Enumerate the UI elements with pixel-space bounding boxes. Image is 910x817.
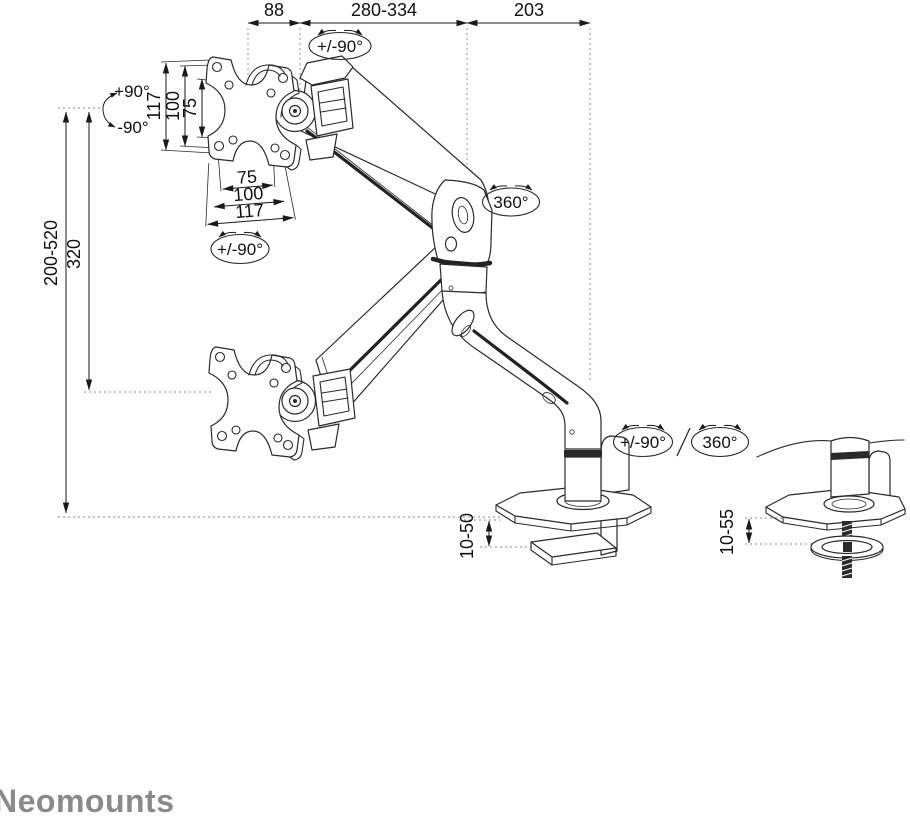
dim-label-vesa-117v: 117	[144, 92, 164, 121]
label-rotate-head: +/-90°	[217, 240, 263, 259]
grommet-bolt	[810, 521, 884, 578]
brand-logo: Neomounts	[0, 783, 175, 817]
dim-label-203: 203	[514, 0, 544, 20]
pole	[564, 456, 602, 502]
label-pivot-base: +/-90°	[620, 433, 666, 452]
dim-label-10-55: 10-55	[717, 509, 737, 555]
dim-vesa-horizontal: 75 100 117	[205, 152, 296, 227]
tilt-arc-arrow	[102, 92, 118, 128]
dim-top-chain: 88 280-334 203	[247, 0, 591, 380]
badge-swivel-arm: 360°	[481, 184, 541, 217]
dim-vesa-vertical: 117 100 75	[144, 59, 230, 154]
label-tilt-head: +/-90°	[317, 37, 363, 56]
link-arm-and-pole	[441, 290, 602, 502]
badge-pivot-base: +/-90°	[612, 423, 674, 458]
label-swivel-arm: 360°	[493, 193, 528, 212]
monitor-bracket-top	[310, 78, 354, 137]
dimension-layer: 88 280-334 203 117 100 75	[41, 0, 830, 559]
elbow-joint	[430, 179, 493, 295]
badge-swivel-base: 360°	[690, 423, 750, 458]
drawing-layer	[205, 55, 906, 578]
dim-label-200-520: 200-520	[41, 220, 61, 286]
label-minus-90: -90°	[117, 118, 148, 137]
dim-label-vesa-100v: 100	[163, 91, 183, 121]
slash-divider	[676, 427, 691, 457]
monitor-bracket-bottom	[312, 368, 356, 427]
dim-label-320: 320	[64, 239, 84, 269]
dim-label-10-50: 10-50	[457, 513, 477, 559]
desk-clamp-base	[495, 435, 652, 566]
dim-label-88: 88	[264, 0, 284, 20]
pivot-cap-bottom	[281, 387, 309, 415]
grommet-mount	[756, 436, 906, 578]
dim-label-280-334: 280-334	[351, 0, 417, 20]
badge-tilt-head: +/-90°	[308, 28, 372, 61]
label-swivel-base: 360°	[702, 433, 737, 452]
pole-rear-bracket	[600, 435, 630, 495]
rotation-badges: +/-90° +/-90° 360° +/-90° 360°	[210, 28, 750, 458]
desk-contour	[756, 439, 905, 458]
dim-height: 200-520 320 +90° -90°	[41, 82, 500, 518]
label-plus-90: +90°	[114, 82, 150, 101]
dim-clamp: 10-50	[457, 513, 534, 559]
pivot-cap-top	[281, 97, 309, 125]
badge-rotate-head: +/-90°	[210, 230, 270, 265]
dim-label-vesa-75h: 75	[236, 166, 258, 188]
dim-label-vesa-100h: 100	[233, 183, 265, 205]
dim-label-vesa-75v: 75	[180, 98, 200, 118]
grommet-pole-stub	[830, 436, 870, 498]
dim-label-vesa-117h: 117	[235, 200, 265, 222]
